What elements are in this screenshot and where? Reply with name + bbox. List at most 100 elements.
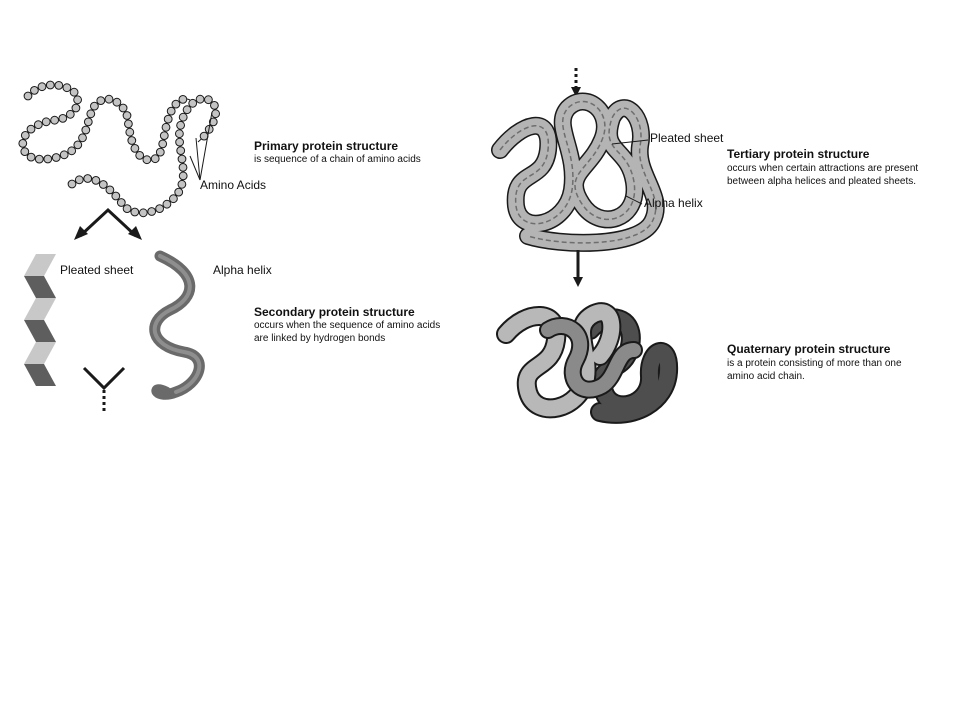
pleated-sheet-drawing [24, 254, 56, 386]
amino-acid-bead [178, 112, 188, 122]
split-arrowhead-left [74, 226, 88, 240]
amino-acid-bead [34, 154, 44, 164]
tertiary-alpha-helix-label: Alpha helix [644, 196, 703, 210]
amino-acid-bead [71, 103, 81, 113]
amino-acid-bead [116, 198, 126, 207]
amino-acid-bead [30, 86, 39, 95]
tertiary-folded-chain [491, 92, 665, 252]
amino-acid-bead [33, 120, 43, 130]
pleated-sheet-segment [24, 320, 56, 342]
amino-acid-bead [125, 127, 135, 137]
amino-acid-bead [178, 163, 188, 172]
amino-acid-bead [178, 95, 188, 104]
amino-acid-bead [65, 109, 75, 119]
amino-acid-bead [182, 105, 192, 115]
pleated-sheet-segment [24, 364, 56, 386]
amino-acid-bead [188, 98, 198, 108]
amino-acid-bead [98, 180, 108, 189]
amino-acid-bead [147, 207, 157, 216]
amino-acid-bead [150, 154, 160, 164]
quaternary-title: Quaternary protein structure [727, 342, 891, 356]
amino-acid-bead [159, 131, 169, 141]
amino-acid-bead [73, 95, 82, 105]
pleated-sheet-segment [24, 342, 56, 364]
amino-acid-bead [73, 140, 83, 150]
amino-acid-bead [171, 99, 181, 109]
amino-acid-bead [161, 122, 171, 132]
split-arrows [78, 207, 138, 238]
amino-acid-bead [155, 147, 165, 157]
amino-acid-bead [74, 175, 84, 185]
amino-acid-bead [123, 119, 133, 129]
primary-title: Primary protein structure [254, 139, 399, 153]
amino-acid-bead [37, 82, 47, 92]
amino-acid-bead [41, 117, 51, 127]
amino-acid-bead [96, 96, 106, 105]
amino-acid-bead [158, 139, 168, 149]
amino-acid-bead [130, 144, 140, 153]
amino-acid-bead [20, 131, 30, 140]
tertiary-description-line-2: between alpha helices and pleated sheets… [727, 176, 917, 187]
quaternary-chains [496, 302, 679, 424]
amino-acid-bead [178, 171, 188, 181]
amino-acid-bead [211, 109, 221, 119]
tertiary-sheet-pointer [611, 139, 649, 145]
amino-acid-bead [67, 179, 77, 189]
amino-acid-bead [59, 150, 69, 160]
amino-acid-bead [142, 155, 152, 165]
amino-acid-bead [175, 129, 184, 139]
tertiary-pleated-sheet-label: Pleated sheet [650, 131, 724, 145]
amino-acid-bead [91, 176, 101, 185]
tertiary-title: Tertiary protein structure [727, 147, 870, 161]
amino-acid-bead [67, 146, 77, 156]
tertiary-helix-pointer [625, 195, 643, 205]
amino-acid-bead [175, 137, 185, 147]
amino-acid-bead [210, 101, 219, 110]
amino-acid-bead [130, 207, 140, 217]
amino-acid-bead [174, 187, 184, 197]
amino-acid-bead [69, 87, 79, 97]
amino-acid-bead [118, 103, 128, 113]
amino-acid-bead [86, 109, 96, 119]
amino-acid-bead-chain [18, 80, 221, 218]
amino-acid-bead [20, 147, 30, 157]
pleated-sheet-segment [24, 276, 56, 298]
pleated-sheet-segment [24, 298, 56, 320]
alpha-helix-drawing [149, 250, 205, 400]
quaternary-description-line-2: amino acid chain. [727, 371, 805, 382]
amino-acid-bead [50, 115, 59, 125]
amino-acid-bead [138, 208, 148, 218]
alpha-helix-label: Alpha helix [213, 263, 272, 277]
amino-acid-bead [127, 136, 137, 145]
tertiary-description-line-1: occurs when certain attractions are pres… [727, 163, 919, 174]
amino-acid-bead [122, 204, 132, 214]
amino-acid-bead [83, 117, 93, 127]
split-arrowhead-right [128, 226, 142, 240]
amino-acid-bead [105, 185, 115, 195]
amino-acid-bead [26, 124, 36, 134]
secondary-description-line-1: occurs when the sequence of amino acids [254, 320, 441, 331]
amino-acid-bead [163, 114, 173, 124]
amino-acid-bead [208, 117, 218, 127]
amino-acid-bead [177, 179, 187, 189]
amino-acid-bead [162, 199, 172, 209]
quaternary-description-line-1: is a protein consisting of more than one [727, 358, 902, 369]
amino-acid-bead [204, 95, 213, 105]
amino-acid-bead [176, 120, 186, 130]
amino-acid-bead [81, 125, 91, 135]
amino-acid-bead [18, 139, 28, 148]
amino-acid-bead [111, 191, 121, 201]
amino-acid-bead [155, 204, 165, 214]
amino-acid-bead [177, 154, 187, 164]
amino-acid-bead [104, 94, 114, 104]
amino-acid-bead [23, 91, 33, 101]
amino-acid-bead [54, 81, 64, 90]
pleated-sheet-label: Pleated sheet [60, 263, 134, 277]
amino-acids-label: Amino Acids [200, 178, 267, 192]
amino-acid-bead [135, 151, 145, 160]
pleated-sheet-segment [24, 254, 56, 276]
alpha-helix-shade [152, 254, 202, 394]
amino-acid-bead [166, 106, 176, 116]
